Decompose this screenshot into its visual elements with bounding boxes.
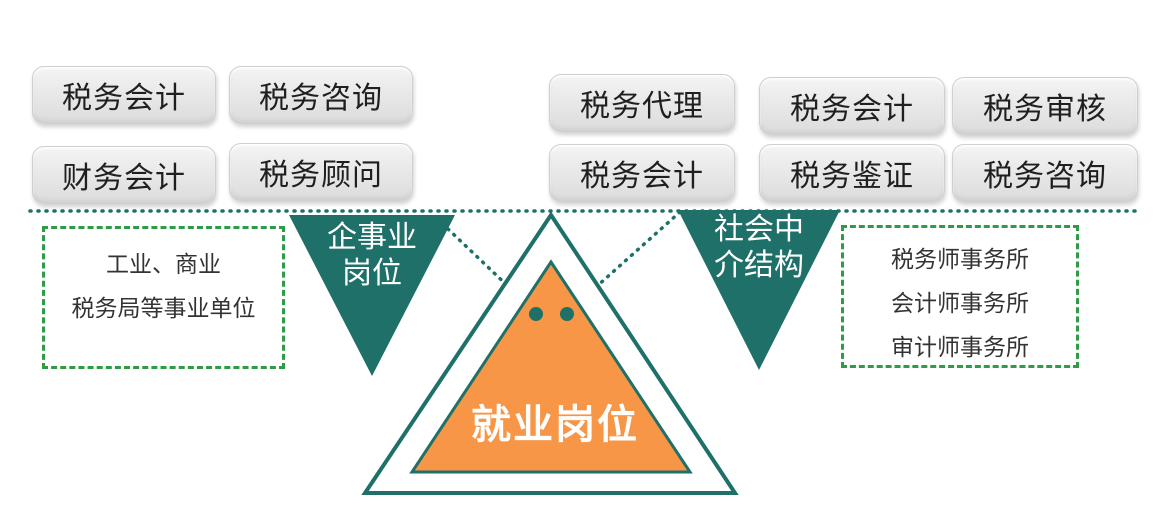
left-box-line-2: 税务局等事业单位 <box>71 296 256 322</box>
left-pill-4: 税务顾问 <box>229 143 413 201</box>
inner-orange-triangle <box>409 259 693 474</box>
right-box-line-2: 会计师事务所 <box>891 291 1029 317</box>
left-pill-3: 财务会计 <box>32 146 216 204</box>
right-connector-dot <box>560 307 574 321</box>
right-pill-5: 税务鉴证 <box>759 144 945 202</box>
left-pill-1: 税务会计 <box>32 66 216 124</box>
left-connector-dot <box>529 307 543 321</box>
right-inverted-triangle <box>678 210 840 370</box>
right-pill-3: 税务审核 <box>952 77 1138 135</box>
right-box-line-1: 税务师事务所 <box>891 247 1029 273</box>
right-pill-2: 税务会计 <box>759 77 945 135</box>
left-triangle-label: 企事业 岗位 <box>327 220 417 291</box>
center-label: 就业岗位 <box>471 402 639 448</box>
left-pill-2: 税务咨询 <box>229 66 413 124</box>
right-dashed-box: 税务师事务所 会计师事务所 审计师事务所 <box>841 225 1079 368</box>
right-box-line-3: 审计师事务所 <box>891 335 1029 361</box>
right-triangle-label: 社会中 介结构 <box>714 212 804 283</box>
right-pill-1: 税务代理 <box>549 74 735 132</box>
right-pill-4: 税务会计 <box>549 144 735 202</box>
left-inverted-triangle <box>289 215 455 376</box>
right-pill-6: 税务咨询 <box>952 144 1138 202</box>
left-dashed-box: 工业、商业 税务局等事业单位 <box>42 226 285 369</box>
left-box-line-1: 工业、商业 <box>106 252 221 278</box>
